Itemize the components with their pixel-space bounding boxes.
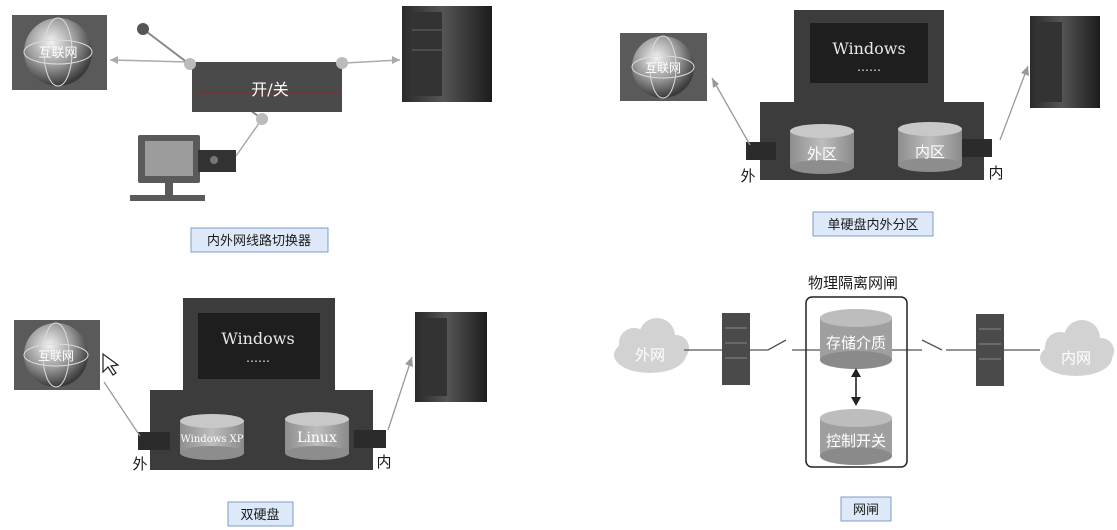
caption-single-disk: 单硬盘内外分区 bbox=[827, 217, 918, 233]
linux-label: Linux bbox=[297, 430, 337, 446]
outer-port-label: 外 bbox=[132, 455, 147, 473]
outer-nic-icon bbox=[138, 432, 170, 450]
arrow-down-icon bbox=[851, 397, 861, 406]
link-line bbox=[711, 77, 751, 146]
gateway-frame bbox=[805, 296, 908, 468]
storage-cylinder bbox=[820, 309, 892, 369]
inner-nic-icon bbox=[354, 430, 386, 448]
inner-zone-disk bbox=[898, 122, 962, 172]
os-label: Windows bbox=[832, 39, 905, 58]
switch-label: 开/关 bbox=[251, 80, 288, 99]
port-dot-icon bbox=[184, 58, 196, 70]
tower-server-icon bbox=[402, 6, 492, 102]
os-dots: …… bbox=[246, 351, 270, 365]
screen bbox=[810, 23, 928, 83]
caption-box bbox=[812, 211, 934, 237]
internet-globe-icon bbox=[14, 320, 100, 390]
link-line bbox=[387, 356, 413, 431]
caption-switcher: 内外网线路切换器 bbox=[207, 233, 311, 249]
inner-net-label: 内网 bbox=[1061, 349, 1091, 367]
caption-dual-disk: 双硬盘 bbox=[240, 507, 279, 523]
internet-label: 互联网 bbox=[38, 349, 74, 363]
os-dots: …… bbox=[857, 60, 881, 74]
mouse-cursor-icon bbox=[102, 352, 120, 376]
outer-server-icon bbox=[722, 313, 750, 385]
desktop-computer-icon bbox=[130, 135, 236, 201]
caption-box bbox=[227, 501, 294, 527]
inner-server-icon bbox=[976, 314, 1004, 386]
arrow-head-icon bbox=[110, 56, 118, 64]
panel-dual-disk: 互联网 Windows …… Windows XP Linux 外 内 bbox=[14, 298, 487, 527]
outer-cloud-icon bbox=[614, 318, 689, 373]
open-switch-icon bbox=[767, 339, 787, 351]
screen bbox=[198, 313, 320, 379]
linux-disk bbox=[285, 412, 349, 460]
switch-box bbox=[192, 62, 342, 112]
open-switch-icon bbox=[921, 339, 943, 351]
arrow-head-icon bbox=[1021, 66, 1029, 76]
link-line bbox=[344, 59, 401, 64]
internet-label: 互联网 bbox=[38, 46, 77, 61]
outer-net-label: 外网 bbox=[635, 346, 665, 364]
inner-port-label: 内 bbox=[376, 453, 391, 471]
link-line bbox=[235, 118, 263, 157]
inner-nic-icon bbox=[962, 139, 992, 157]
lever-knob-icon bbox=[137, 23, 149, 35]
os-label: Windows bbox=[221, 329, 294, 348]
arrow-up-icon bbox=[851, 368, 861, 377]
link-line bbox=[109, 59, 189, 63]
storage-label: 存储介质 bbox=[826, 334, 886, 352]
tower-server-icon bbox=[1030, 16, 1100, 108]
panel-single-disk: 互联网 Windows …… 外区 内区 外 内 bbox=[620, 10, 1100, 237]
link-line bbox=[999, 65, 1029, 141]
inner-port-label: 内 bbox=[988, 164, 1003, 182]
arrow-head-icon bbox=[712, 78, 719, 88]
outer-zone-disk bbox=[790, 124, 854, 174]
windows-xp-disk bbox=[180, 414, 244, 460]
inner-zone-label: 内区 bbox=[915, 143, 945, 161]
caption-box bbox=[840, 496, 892, 522]
outer-port-label: 外 bbox=[740, 167, 755, 185]
outer-zone-label: 外区 bbox=[807, 145, 837, 163]
windows-xp-label: Windows XP bbox=[181, 434, 244, 445]
tower-server-icon bbox=[415, 312, 487, 402]
internet-label: 互联网 bbox=[645, 61, 681, 75]
internet-globe-icon bbox=[12, 15, 107, 90]
inner-cloud-icon bbox=[1040, 320, 1114, 376]
arrow-head-icon bbox=[392, 56, 400, 64]
control-cylinder bbox=[820, 409, 892, 465]
link-line bbox=[103, 381, 141, 437]
arrow-head-icon bbox=[405, 357, 413, 367]
control-label: 控制开关 bbox=[826, 432, 886, 450]
panel-switcher: 互联网 开/关 bbox=[12, 6, 492, 253]
caption-gateway: 网闸 bbox=[853, 503, 879, 518]
panel-gateway: 物理隔离网闸 外网 内网 bbox=[614, 274, 1114, 522]
outer-nic-icon bbox=[746, 142, 776, 160]
internet-globe-icon bbox=[620, 33, 707, 101]
port-dot-icon bbox=[256, 113, 268, 125]
port-dot-icon bbox=[336, 57, 348, 69]
caption-box bbox=[190, 227, 329, 253]
gateway-title: 物理隔离网闸 bbox=[808, 274, 898, 292]
